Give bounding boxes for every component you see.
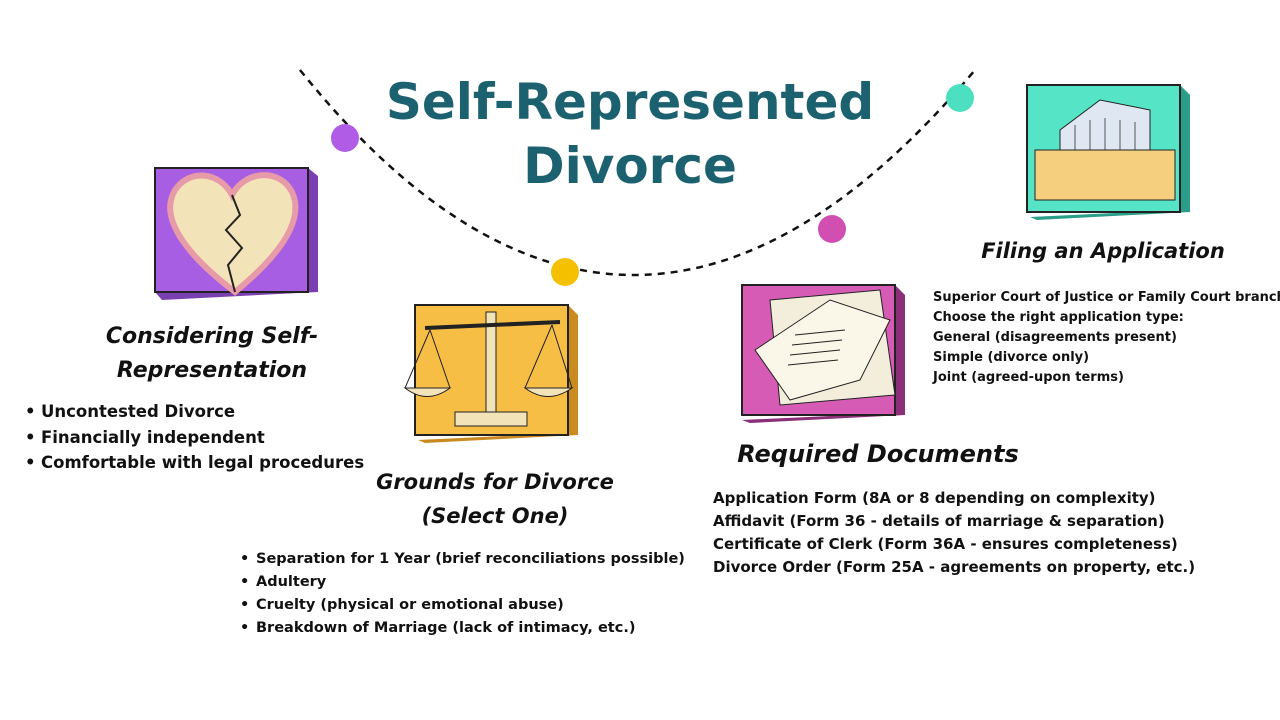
grounds-list: Separation for 1 Year (brief reconciliat… [240, 548, 685, 640]
scales-of-justice-icon [403, 304, 578, 443]
timeline-dot-pink [818, 215, 846, 243]
list-item: Choose the right application type: [933, 310, 1184, 325]
courthouse-icon [1026, 84, 1190, 220]
list-item: Divorce Order (Form 25A - agreements on … [713, 558, 1196, 576]
grounds-heading-line-1: Grounds for Divorce [376, 470, 614, 494]
title-line-1: Self-Represented [385, 73, 875, 131]
considering-heading-line-1: Considering Self- [105, 324, 319, 349]
list-item: Affidavit (Form 36 - details of marriage… [713, 512, 1165, 530]
timeline-dot-yellow [551, 258, 579, 286]
list-item: Uncontested Divorce [25, 399, 364, 425]
grounds-heading: Grounds for Divorce (Select One) [345, 465, 645, 533]
grounds-heading-line-2: (Select One) [421, 504, 569, 528]
filing-heading: Filing an Application [981, 239, 1225, 263]
list-item: Separation for 1 Year (brief reconciliat… [240, 548, 685, 571]
documents-list: Application Form (8A or 8 depending on c… [713, 487, 1195, 579]
list-item: Superior Court of Justice or Family Cour… [933, 290, 1280, 305]
list-item: Financially independent [25, 425, 364, 451]
list-item: Breakdown of Marriage (lack of intimacy,… [240, 617, 685, 640]
list-item: Joint (agreed-upon terms) [933, 370, 1124, 385]
list-item: Application Form (8A or 8 depending on c… [713, 489, 1156, 507]
list-item: Cruelty (physical or emotional abuse) [240, 594, 685, 617]
timeline-dot-purple [331, 124, 359, 152]
considering-heading-line-2: Representation [116, 358, 308, 383]
list-item: General (disagreements present) [933, 330, 1177, 345]
considering-heading: Considering Self- Representation [62, 320, 362, 388]
considering-list: Uncontested Divorce Financially independ… [25, 399, 364, 476]
list-item: Certificate of Clerk (Form 36A - ensures… [713, 535, 1178, 553]
documents-icon [741, 284, 905, 423]
list-item: Simple (divorce only) [933, 350, 1090, 365]
timeline-dot-teal [946, 84, 974, 112]
filing-list: Superior Court of Justice or Family Cour… [933, 288, 1280, 388]
broken-heart-icon [154, 167, 318, 300]
list-item: Comfortable with legal procedures [25, 450, 364, 476]
page-title: Self-Represented Divorce [280, 70, 980, 198]
documents-heading: Required Documents [737, 440, 1019, 468]
list-item: Adultery [240, 571, 685, 594]
title-line-2: Divorce [523, 137, 737, 195]
